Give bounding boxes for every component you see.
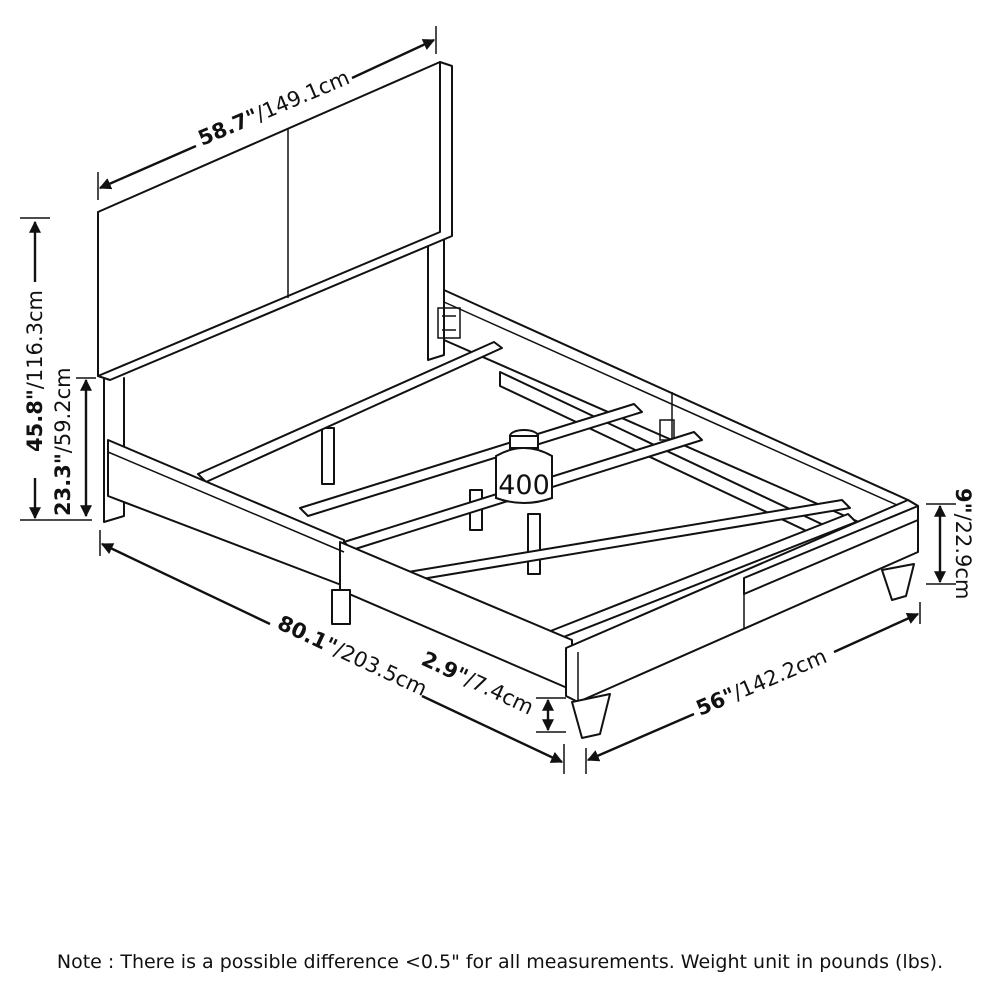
headboard-height-cm: /59.2cm <box>51 367 75 453</box>
measurement-note: Note : There is a possible difference <0… <box>56 951 944 973</box>
length-inches: 80.1" <box>274 611 341 659</box>
headboard <box>97 61 453 381</box>
slats <box>197 341 857 641</box>
total-height-inches: 45.8" <box>23 389 47 452</box>
foot-rail <box>565 499 919 739</box>
side-height-cm: /22.9cm <box>951 514 975 600</box>
width-cm: /142.2cm <box>730 644 831 705</box>
dimension-total-height: 45.8"/116.3cm <box>20 217 92 521</box>
dimension-headboard-height: 23.3"/59.2cm <box>51 367 96 518</box>
bed-frame: 400 <box>97 61 919 739</box>
svg-text:9"/22.9cm: 9"/22.9cm <box>951 488 975 599</box>
length-cm: /203.5cm <box>331 637 431 701</box>
headboard-height-inches: 23.3" <box>51 453 75 516</box>
left-side-rail <box>107 439 573 691</box>
weight-icon <box>495 429 553 504</box>
dimension-side-height: 9"/22.9cm <box>926 488 975 599</box>
svg-text:45.8"/116.3cm: 45.8"/116.3cm <box>23 290 47 452</box>
svg-text:80.1"/203.5cm: 80.1"/203.5cm <box>274 611 431 701</box>
side-height-inches: 9" <box>951 488 975 514</box>
svg-text:23.3"/59.2cm: 23.3"/59.2cm <box>51 367 75 516</box>
weight-capacity-label: 400 <box>498 470 550 501</box>
clearance-cm: /7.4cm <box>462 667 538 719</box>
svg-text:56"/142.2cm: 56"/142.2cm <box>693 644 831 721</box>
total-height-cm: /116.3cm <box>23 290 47 389</box>
